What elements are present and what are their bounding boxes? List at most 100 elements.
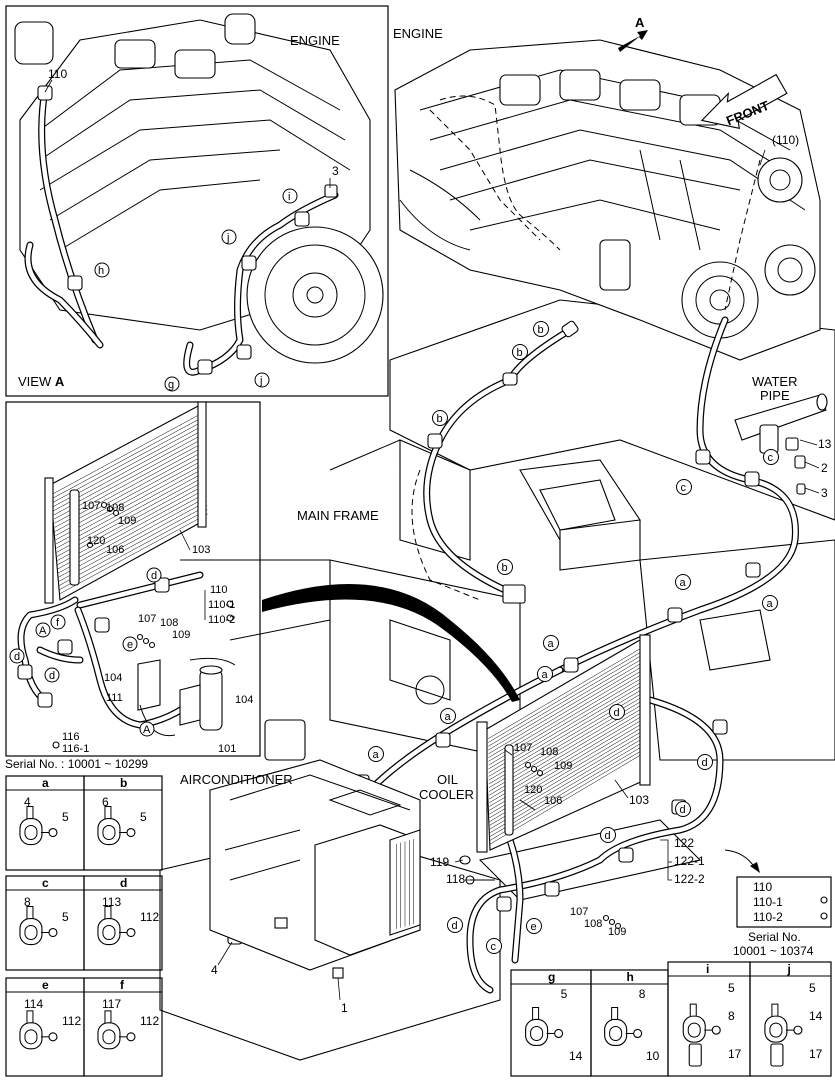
main-part-109: 109 (554, 760, 572, 772)
detail-part-label: 5 (561, 987, 568, 1001)
view-a-arrow-label: A (635, 15, 645, 30)
callout-c-5: c (676, 479, 692, 495)
svg-text:e: e (531, 921, 537, 933)
serial-left-label: Serial No. : 10001 ~ 10299 (5, 757, 148, 771)
inset-part-110-2: 110-2 (208, 614, 235, 626)
detail-letter: e (42, 978, 49, 992)
inset-callout-A1: A (35, 622, 51, 638)
callout-d-13: d (697, 754, 713, 770)
inset-part-108b: 108 (160, 617, 178, 629)
serial-callout-arrow (724, 849, 756, 869)
serial-box (736, 876, 832, 928)
main-part-109b: 109 (608, 926, 626, 938)
view-a-callout-i: i (282, 188, 298, 204)
view-a-arrow: A (618, 15, 648, 52)
svg-text:b: b (538, 324, 544, 336)
engine-main-label: ENGINE (393, 26, 443, 41)
detail-part-label: 113 (102, 895, 121, 909)
serial-part-110: 110 (753, 880, 772, 894)
main-part-110-ref: (110) (772, 133, 799, 147)
svg-text:c: c (491, 941, 497, 953)
detail-part-label: 8 (639, 987, 646, 1001)
detail-box-h: h8 10 (590, 969, 669, 1077)
view-a-label: VIEW A (18, 374, 65, 389)
inset-part-107b: 107 (138, 613, 156, 625)
inset-part-107: 107 (82, 500, 100, 512)
main-part-107b: 107 (570, 906, 588, 918)
detail-box-g: g5 14 (510, 969, 592, 1077)
leader-lines (44, 79, 820, 1001)
main-part-103: 103 (629, 793, 649, 807)
inset-part-106: 106 (106, 544, 124, 556)
main-part-108b: 108 (584, 918, 602, 930)
detail-letter: g (548, 970, 555, 984)
svg-text:a: a (767, 598, 774, 610)
detail-letter: d (120, 876, 127, 890)
svg-text:h: h (98, 265, 104, 277)
text-labels: ENGINE ENGINE VIEW A WATER PIPE MAIN FRA… (5, 26, 832, 1015)
detail-box-c: c85 (5, 875, 85, 971)
inset-part-111: 111 (106, 692, 123, 704)
airconditioner-label: AIRCONDITIONER (180, 772, 293, 787)
main-part-108: 108 (540, 746, 558, 758)
detail-part-label: 17 (809, 1047, 823, 1061)
main-part-119: 119 (430, 855, 449, 869)
detail-letter: h (627, 970, 634, 984)
inset-part-103: 103 (192, 544, 210, 556)
main-part-122: 122 (674, 836, 694, 850)
inset-part-110-1: 110-1 (208, 599, 235, 611)
detail-part-label: 8 (24, 895, 31, 909)
main-part-4: 4 (211, 963, 218, 977)
serial-right-label-1: Serial No. (748, 930, 801, 944)
detail-part-label: 14 (569, 1049, 583, 1063)
detail-part-label: 17 (728, 1047, 742, 1061)
callout-c-4: c (763, 449, 779, 465)
hose-route-dashed-4 (411, 469, 481, 601)
inset-part-109b: 109 (172, 629, 190, 641)
hose-route-dashed-2 (429, 109, 541, 241)
main-hardware (274, 761, 622, 979)
main-part-106: 106 (544, 795, 562, 807)
inset-part-104b: 104 (235, 694, 253, 706)
view-a-callout-j1: j (221, 229, 237, 245)
main-frame-label: MAIN FRAME (297, 508, 379, 523)
serial-part-110-2: 110-2 (753, 910, 783, 924)
detail-letter: a (42, 776, 49, 790)
svg-text:j: j (226, 232, 229, 244)
serial-part-110-1: 110-1 (753, 895, 783, 909)
callout-d-12: d (609, 704, 625, 720)
detail-part-label: 5 (62, 810, 69, 824)
callout-e-17: e (526, 918, 542, 934)
callout-a-11: a (368, 746, 384, 762)
svg-text:b: b (517, 347, 523, 359)
inset-callout-d3: d (44, 667, 60, 683)
svg-text:d: d (14, 651, 20, 663)
inset-part-116: 116 (62, 731, 80, 743)
serial-callout-arrowhead (750, 862, 760, 873)
svg-text:d: d (680, 804, 686, 816)
view-a-callout-h: h (94, 262, 110, 278)
detail-part-label: 5 (809, 981, 816, 995)
main-part-2: 2 (821, 461, 828, 475)
condenser-detail-inset (5, 401, 261, 757)
detail-part-label: 114 (24, 997, 43, 1011)
callout-a-6: a (675, 574, 691, 590)
detail-letter: c (42, 876, 49, 890)
main-part-122-1: 122-1 (674, 854, 705, 868)
detail-part-label: 117 (102, 997, 121, 1011)
serial-right-label-2: 10001 ~ 10374 (733, 944, 814, 958)
svg-text:i: i (288, 191, 290, 203)
inset-callout-e: e (122, 636, 138, 652)
svg-text:d: d (702, 757, 708, 769)
hose-route-dashed-3 (724, 159, 761, 311)
svg-text:e: e (127, 639, 133, 651)
view-a-callout-g: g (164, 376, 180, 392)
inset-callout-f: f (50, 614, 66, 630)
detail-part-label: 10 (646, 1049, 660, 1063)
water-pipe (734, 393, 828, 495)
detail-part-label: 6 (102, 795, 109, 809)
main-part-118: 118 (446, 872, 465, 886)
